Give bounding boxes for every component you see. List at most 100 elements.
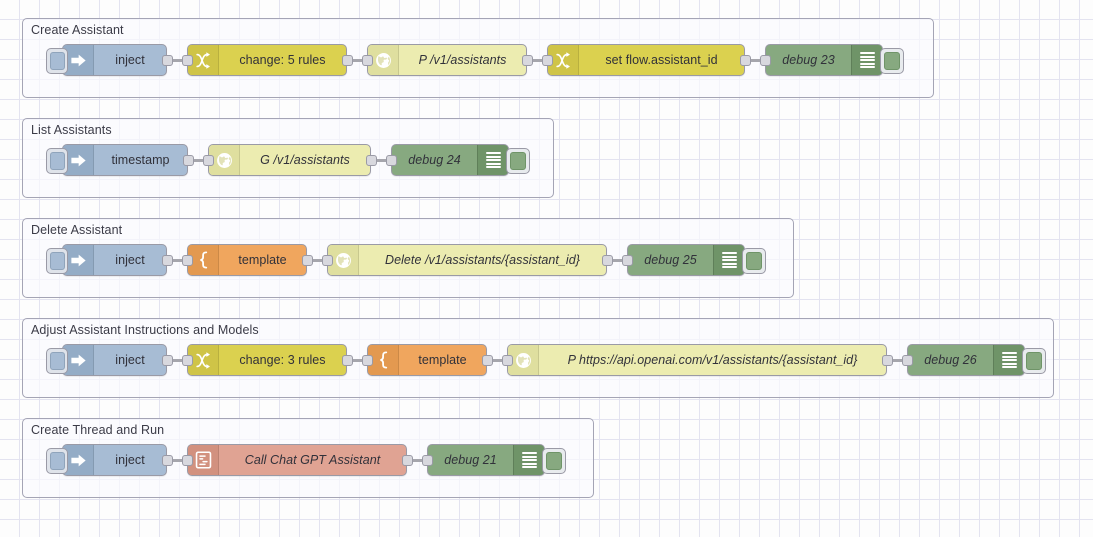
node-output-port[interactable] <box>481 355 493 366</box>
assistant-file-icon <box>188 445 219 475</box>
node-output-port[interactable] <box>182 155 194 166</box>
node-n-change-2[interactable]: set flow.assistant_id <box>541 44 751 76</box>
node-input-port[interactable] <box>421 455 433 466</box>
node-n-debug-4[interactable]: debug 26 <box>901 344 1046 376</box>
wire-n-inject-3-to-n-template-1[interactable] <box>168 259 186 262</box>
debug-lines-icon <box>993 345 1024 375</box>
group-label: List Assistants <box>31 123 112 137</box>
node-label: set flow.assistant_id <box>605 53 718 67</box>
group-label: Create Thread and Run <box>31 423 165 437</box>
node-input-port[interactable] <box>181 455 193 466</box>
node-input-port[interactable] <box>541 55 553 66</box>
node-input-port[interactable] <box>321 255 333 266</box>
debug-enable-toggle[interactable] <box>742 248 766 274</box>
debug-enable-toggle[interactable] <box>1022 348 1046 374</box>
node-output-port[interactable] <box>301 255 313 266</box>
node-output-port[interactable] <box>521 55 533 66</box>
node-output-port[interactable] <box>161 455 173 466</box>
group-label: Create Assistant <box>31 23 124 37</box>
node-label: G /v1/assistants <box>260 153 350 167</box>
node-n-debug-3[interactable]: debug 25 <box>621 244 766 276</box>
wire-n-change-3-to-n-template-2[interactable] <box>348 359 366 362</box>
node-label: inject <box>115 353 145 367</box>
node-n-template-2[interactable]: template <box>361 344 493 376</box>
wire-n-inject-1-to-n-change-1[interactable] <box>168 59 186 62</box>
group-label: Delete Assistant <box>31 223 123 237</box>
node-input-port[interactable] <box>759 55 771 66</box>
wire-n-http-4-to-n-debug-4[interactable] <box>888 359 906 362</box>
globe-icon <box>328 245 359 275</box>
wire-n-inject-2-to-n-http-2[interactable] <box>189 159 207 162</box>
arrow-right-icon <box>63 45 94 75</box>
node-input-port[interactable] <box>501 355 513 366</box>
node-label: P /v1/assistants <box>418 53 507 67</box>
node-output-port[interactable] <box>881 355 893 366</box>
node-input-port[interactable] <box>181 55 193 66</box>
node-n-debug-1[interactable]: debug 23 <box>759 44 904 76</box>
node-label: change: 5 rules <box>239 53 326 67</box>
node-input-port[interactable] <box>181 255 193 266</box>
node-label: timestamp <box>111 153 170 167</box>
node-output-port[interactable] <box>161 255 173 266</box>
node-n-inject-1[interactable]: inject <box>46 44 173 76</box>
node-label: template <box>238 253 287 267</box>
node-n-http-1[interactable]: P /v1/assistants <box>361 44 533 76</box>
globe-icon <box>209 145 240 175</box>
inject-launch-button[interactable] <box>46 448 68 474</box>
node-n-change-3[interactable]: change: 3 rules <box>181 344 353 376</box>
node-output-port[interactable] <box>739 55 751 66</box>
node-output-port[interactable] <box>365 155 377 166</box>
node-n-inject-3[interactable]: inject <box>46 244 173 276</box>
wire-n-inject-5-to-n-gpt-1[interactable] <box>168 459 186 462</box>
node-input-port[interactable] <box>361 355 373 366</box>
arrow-right-icon <box>63 445 94 475</box>
wire-n-template-2-to-n-http-4[interactable] <box>488 359 506 362</box>
node-n-http-4[interactable]: P https://api.openai.com/v1/assistants/{… <box>501 344 893 376</box>
wire-n-template-1-to-n-http-3[interactable] <box>308 259 326 262</box>
node-n-change-1[interactable]: change: 5 rules <box>181 44 353 76</box>
node-n-inject-5[interactable]: inject <box>46 444 173 476</box>
debug-enable-toggle[interactable] <box>506 148 530 174</box>
node-output-port[interactable] <box>341 355 353 366</box>
node-output-port[interactable] <box>341 55 353 66</box>
node-label: Delete /v1/assistants/{assistant_id} <box>385 253 580 267</box>
node-n-inject-4[interactable]: inject <box>46 344 173 376</box>
inject-launch-button[interactable] <box>46 148 68 174</box>
group-label: Adjust Assistant Instructions and Models <box>31 323 259 337</box>
inject-launch-button[interactable] <box>46 48 68 74</box>
debug-lines-icon <box>713 245 744 275</box>
wire-n-inject-4-to-n-change-3[interactable] <box>168 359 186 362</box>
arrow-right-icon <box>63 345 94 375</box>
node-input-port[interactable] <box>181 355 193 366</box>
node-n-inject-2[interactable]: timestamp <box>46 144 194 176</box>
debug-enable-toggle[interactable] <box>880 48 904 74</box>
node-label: Call Chat GPT Assistant <box>244 453 381 467</box>
node-output-port[interactable] <box>161 55 173 66</box>
node-n-template-1[interactable]: template <box>181 244 313 276</box>
node-output-port[interactable] <box>401 455 413 466</box>
node-input-port[interactable] <box>385 155 397 166</box>
wire-n-change-2-to-n-debug-1[interactable] <box>746 59 764 62</box>
node-n-http-3[interactable]: Delete /v1/assistants/{assistant_id} <box>321 244 613 276</box>
inject-launch-button[interactable] <box>46 248 68 274</box>
node-input-port[interactable] <box>901 355 913 366</box>
brace-icon <box>368 345 399 375</box>
inject-launch-button[interactable] <box>46 348 68 374</box>
node-n-debug-5[interactable]: debug 21 <box>421 444 566 476</box>
debug-enable-toggle[interactable] <box>542 448 566 474</box>
node-input-port[interactable] <box>202 155 214 166</box>
wire-n-http-2-to-n-debug-2[interactable] <box>372 159 390 162</box>
node-output-port[interactable] <box>601 255 613 266</box>
node-input-port[interactable] <box>621 255 633 266</box>
wire-n-http-3-to-n-debug-3[interactable] <box>608 259 626 262</box>
wire-n-gpt-1-to-n-debug-5[interactable] <box>408 459 426 462</box>
node-output-port[interactable] <box>161 355 173 366</box>
wire-n-change-1-to-n-http-1[interactable] <box>348 59 366 62</box>
node-n-http-2[interactable]: G /v1/assistants <box>202 144 377 176</box>
node-label: debug 26 <box>924 353 977 367</box>
wire-n-http-1-to-n-change-2[interactable] <box>528 59 546 62</box>
node-n-debug-2[interactable]: debug 24 <box>385 144 530 176</box>
node-input-port[interactable] <box>361 55 373 66</box>
node-n-gpt-1[interactable]: Call Chat GPT Assistant <box>181 444 413 476</box>
